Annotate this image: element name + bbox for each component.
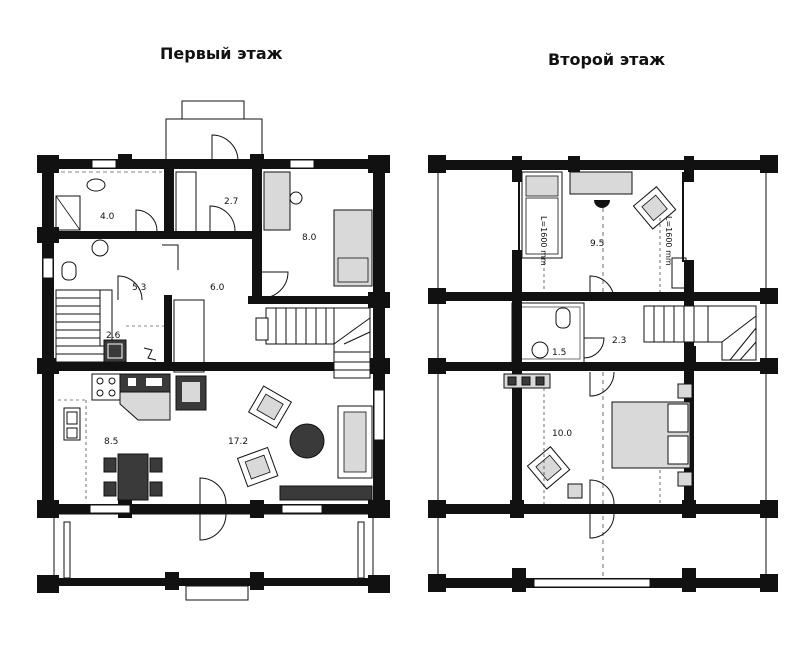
window — [533, 578, 651, 588]
second-floor-title: Второй этаж — [548, 50, 666, 69]
dining-table — [103, 453, 163, 501]
kitchen-stove — [91, 373, 121, 401]
bathroom-door — [583, 337, 605, 359]
entry-vestibule — [165, 118, 263, 162]
room-area-label: 8.0 — [302, 233, 317, 243]
window — [281, 504, 323, 514]
sauna-bench — [55, 289, 113, 363]
toilet-icon — [555, 307, 571, 329]
sink-icon — [63, 407, 81, 441]
window — [89, 504, 131, 514]
window — [42, 257, 54, 279]
single-bed — [333, 209, 373, 287]
terrace-rail — [42, 578, 387, 586]
staircase — [643, 305, 757, 361]
front-door — [199, 477, 227, 505]
bedroom-door — [261, 271, 289, 299]
window — [289, 159, 315, 169]
sink-icon — [86, 178, 106, 192]
terrace-steps — [185, 585, 249, 601]
balcony-door — [589, 479, 615, 505]
washbasin-icon — [91, 239, 109, 257]
closet — [175, 171, 197, 235]
terrace-floor — [53, 513, 374, 581]
double-bed — [611, 383, 693, 487]
toilet-room-door — [135, 209, 158, 232]
armchair — [236, 446, 279, 488]
room-area-label: 4.0 — [100, 212, 115, 222]
sauna-stove — [103, 339, 127, 363]
bed-length-dimension: L=1600 mm — [664, 216, 673, 266]
window — [373, 389, 385, 441]
washbasin-icon — [531, 341, 549, 359]
wardrobe — [263, 171, 291, 231]
dresser — [569, 171, 633, 195]
toilet-icon — [61, 261, 77, 281]
side-table — [567, 483, 583, 499]
window — [91, 159, 117, 169]
bedroom-door — [589, 371, 615, 397]
room-area-label: 2.6 — [106, 331, 121, 341]
armchair — [526, 446, 571, 490]
bed-length-dimension: L=1600 mm — [539, 216, 548, 266]
first-floor-title: Первый этаж — [160, 44, 283, 63]
second-floor-plan — [428, 155, 778, 592]
armchair — [247, 385, 293, 429]
room-area-label: 9.5 — [590, 239, 604, 249]
room-area-label: 17.2 — [228, 437, 248, 447]
shower-tray — [55, 195, 81, 231]
room-area-label: 2.7 — [224, 197, 238, 207]
room-area-label: 5.3 — [132, 283, 146, 293]
washroom-door — [117, 275, 143, 301]
armchair — [632, 186, 677, 230]
room-area-label: 6.0 — [210, 283, 225, 293]
staircase — [255, 307, 371, 379]
fireplace — [119, 391, 171, 421]
room-area-label: 1.5 — [552, 348, 566, 358]
hall-door — [209, 205, 236, 232]
bathroom-wall — [511, 302, 585, 364]
room-area-label: 8.5 — [104, 437, 118, 447]
partition — [173, 299, 205, 373]
column — [258, 363, 266, 371]
kitchen-counter — [119, 373, 171, 393]
first-floor-plan — [37, 100, 390, 601]
bedroom-door — [589, 275, 615, 301]
vestibule-door-swing — [211, 134, 239, 162]
entry-porch-top — [181, 100, 245, 120]
kitchenette-counter — [503, 373, 551, 389]
room-area-label: 10.0 — [552, 429, 572, 439]
closet — [671, 257, 687, 289]
bench — [279, 485, 373, 501]
coffee-table — [289, 423, 325, 459]
room-area-label: 2.3 — [612, 336, 626, 346]
